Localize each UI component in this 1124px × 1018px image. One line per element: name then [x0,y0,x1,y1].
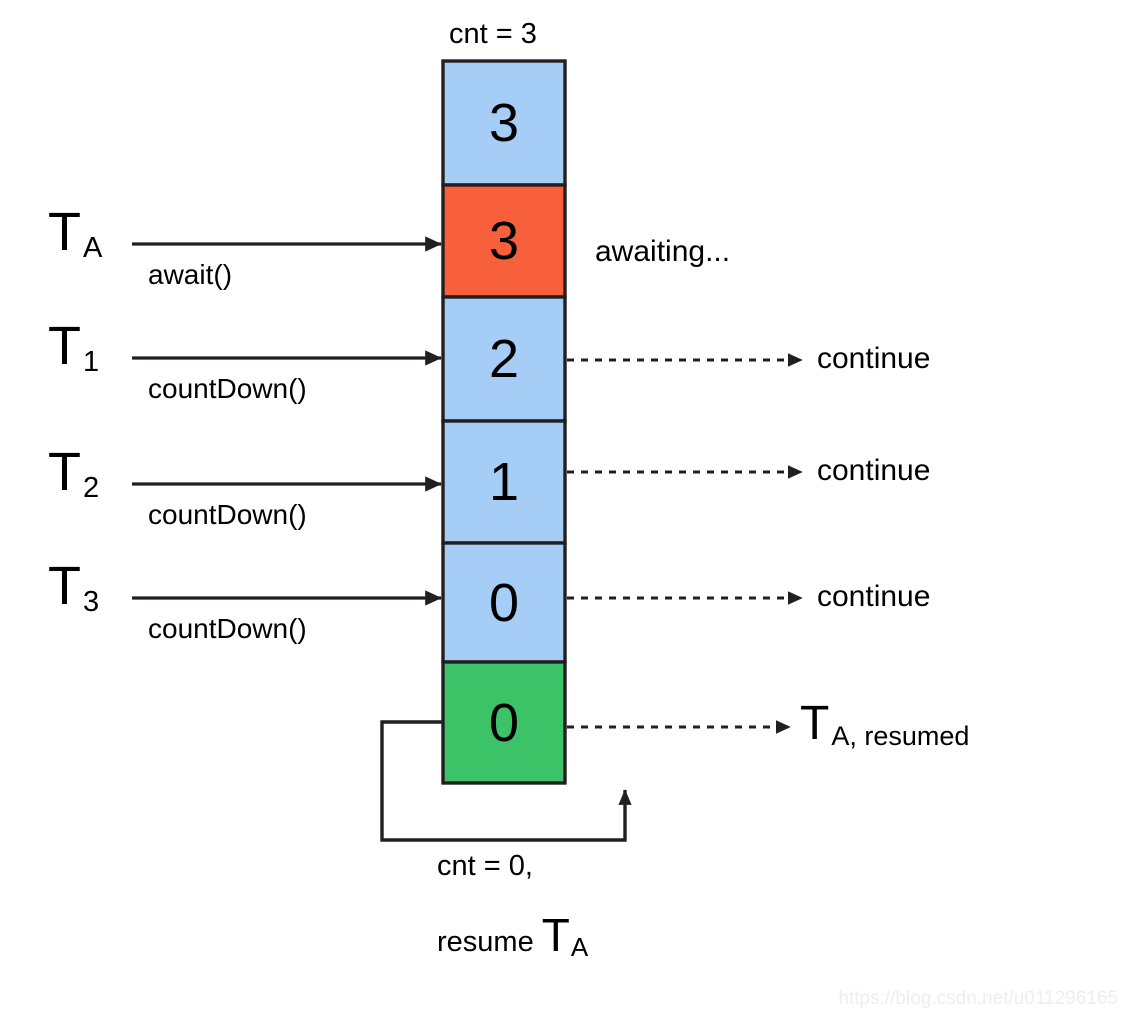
resumed-thread-name: T [800,697,830,750]
resumed-thread-subscript: A, resumed [831,721,970,751]
cnt-top-label: cnt = 3 [449,18,537,50]
counter-column [441,59,567,785]
output-label: awaiting... [595,235,731,268]
output-label: continue [817,580,931,613]
feedback-loop [380,720,632,842]
thread-subscript: 2 [83,472,100,504]
counter-box-0 [441,59,567,187]
thread-label-3: T3 [48,556,99,617]
counter-box-value: 0 [488,692,520,753]
thread-label-1: T1 [48,316,99,377]
feedback-thread-name: T [541,909,570,961]
thread-call-label: countDown() [148,373,307,404]
thread-subscript: 1 [83,346,100,378]
counter-box-value: 0 [488,572,520,633]
output-label: continue [817,454,931,487]
counter-box-value: 3 [488,211,520,271]
feedback-line2: resume TA [437,909,588,961]
counter-box-value: 1 [488,452,520,512]
thread-arrows [132,236,442,606]
thread-name: T [48,556,81,616]
thread-subscript: 3 [83,586,100,618]
thread-call-label: await() [148,259,233,290]
thread-call-label: countDown() [148,613,307,644]
thread-call-label: countDown() [148,499,307,530]
thread-name: T [48,316,81,376]
resumed-thread-label: TA, resumed [800,697,970,751]
thread-name: T [48,442,81,502]
thread-label-2: T2 [48,442,99,503]
output-label: continue [817,342,931,375]
counter-box-value: 2 [488,329,520,389]
counter-box-3 [441,419,567,545]
feedback-line1: cnt = 0, [437,850,533,882]
thread-name: T [48,202,81,262]
output-arrows [567,353,803,734]
feedback-resume-text: resume [437,926,542,958]
feedback-thread-subscript: A [570,932,589,962]
thread-subscript: A [83,232,103,264]
thread-label-A: TA [48,202,102,263]
watermark: https://blog.csdn.net/u011296165 [838,988,1118,1009]
counter-box-1 [441,183,567,299]
counter-box-value: 3 [488,93,520,153]
